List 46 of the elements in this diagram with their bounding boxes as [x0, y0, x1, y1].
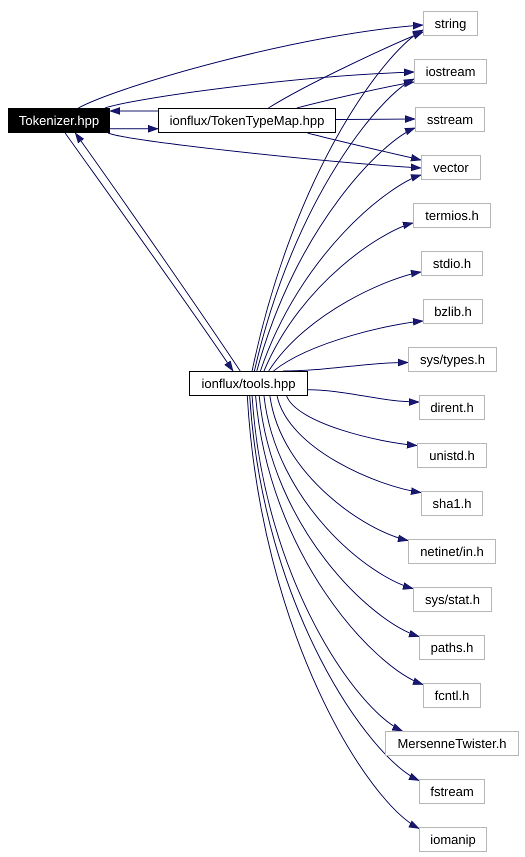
arrow [264, 396, 414, 589]
arrow [108, 132, 422, 172]
file-node: termios.h [413, 203, 491, 228]
file-node: ionflux/TokenTypeMap.hpp [158, 108, 336, 133]
arrow [110, 124, 158, 133]
file-node: fcntl.h [423, 683, 481, 708]
arrow [286, 396, 418, 448]
arrow [252, 30, 424, 372]
file-node: sha1.h [421, 491, 483, 516]
file-node: sys/types.h [408, 347, 497, 372]
arrow [282, 358, 408, 372]
file-node: sstream [415, 107, 485, 132]
arrow [268, 270, 422, 372]
file-node: iostream [414, 59, 487, 84]
arrow [254, 78, 414, 372]
file-node: paths.h [419, 635, 485, 660]
arrow [269, 396, 408, 542]
arrow [296, 80, 414, 108]
arrow [78, 22, 424, 108]
arrow [268, 32, 424, 108]
arrow [264, 222, 414, 372]
file-node: MersenneTwister.h [385, 731, 519, 756]
file-node: stdio.h [421, 251, 483, 276]
file-node: string [423, 11, 478, 36]
file-node: unistd.h [417, 443, 487, 468]
file-node: sys/stat.h [413, 587, 492, 612]
arrow [276, 396, 422, 494]
arrow [256, 128, 416, 372]
file-node: fstream [419, 779, 485, 804]
arrow [307, 132, 422, 162]
file-node: vector [421, 155, 481, 180]
arrow [104, 68, 414, 108]
arrow [255, 396, 424, 685]
arrow [273, 318, 424, 372]
arrow [258, 396, 420, 637]
arrow [336, 115, 416, 123]
arrow [110, 107, 158, 115]
arrow [260, 174, 422, 372]
file-node: ionflux/tools.hpp [189, 371, 308, 396]
file-node: bzlib.h [423, 299, 483, 324]
file-node: netinet/in.h [408, 539, 496, 564]
arrow [252, 396, 403, 732]
arrow [308, 389, 420, 406]
file-node: iomanip [419, 827, 487, 852]
selected-file-node: Tokenizer.hpp [8, 108, 110, 133]
file-node: dirent.h [419, 395, 485, 420]
